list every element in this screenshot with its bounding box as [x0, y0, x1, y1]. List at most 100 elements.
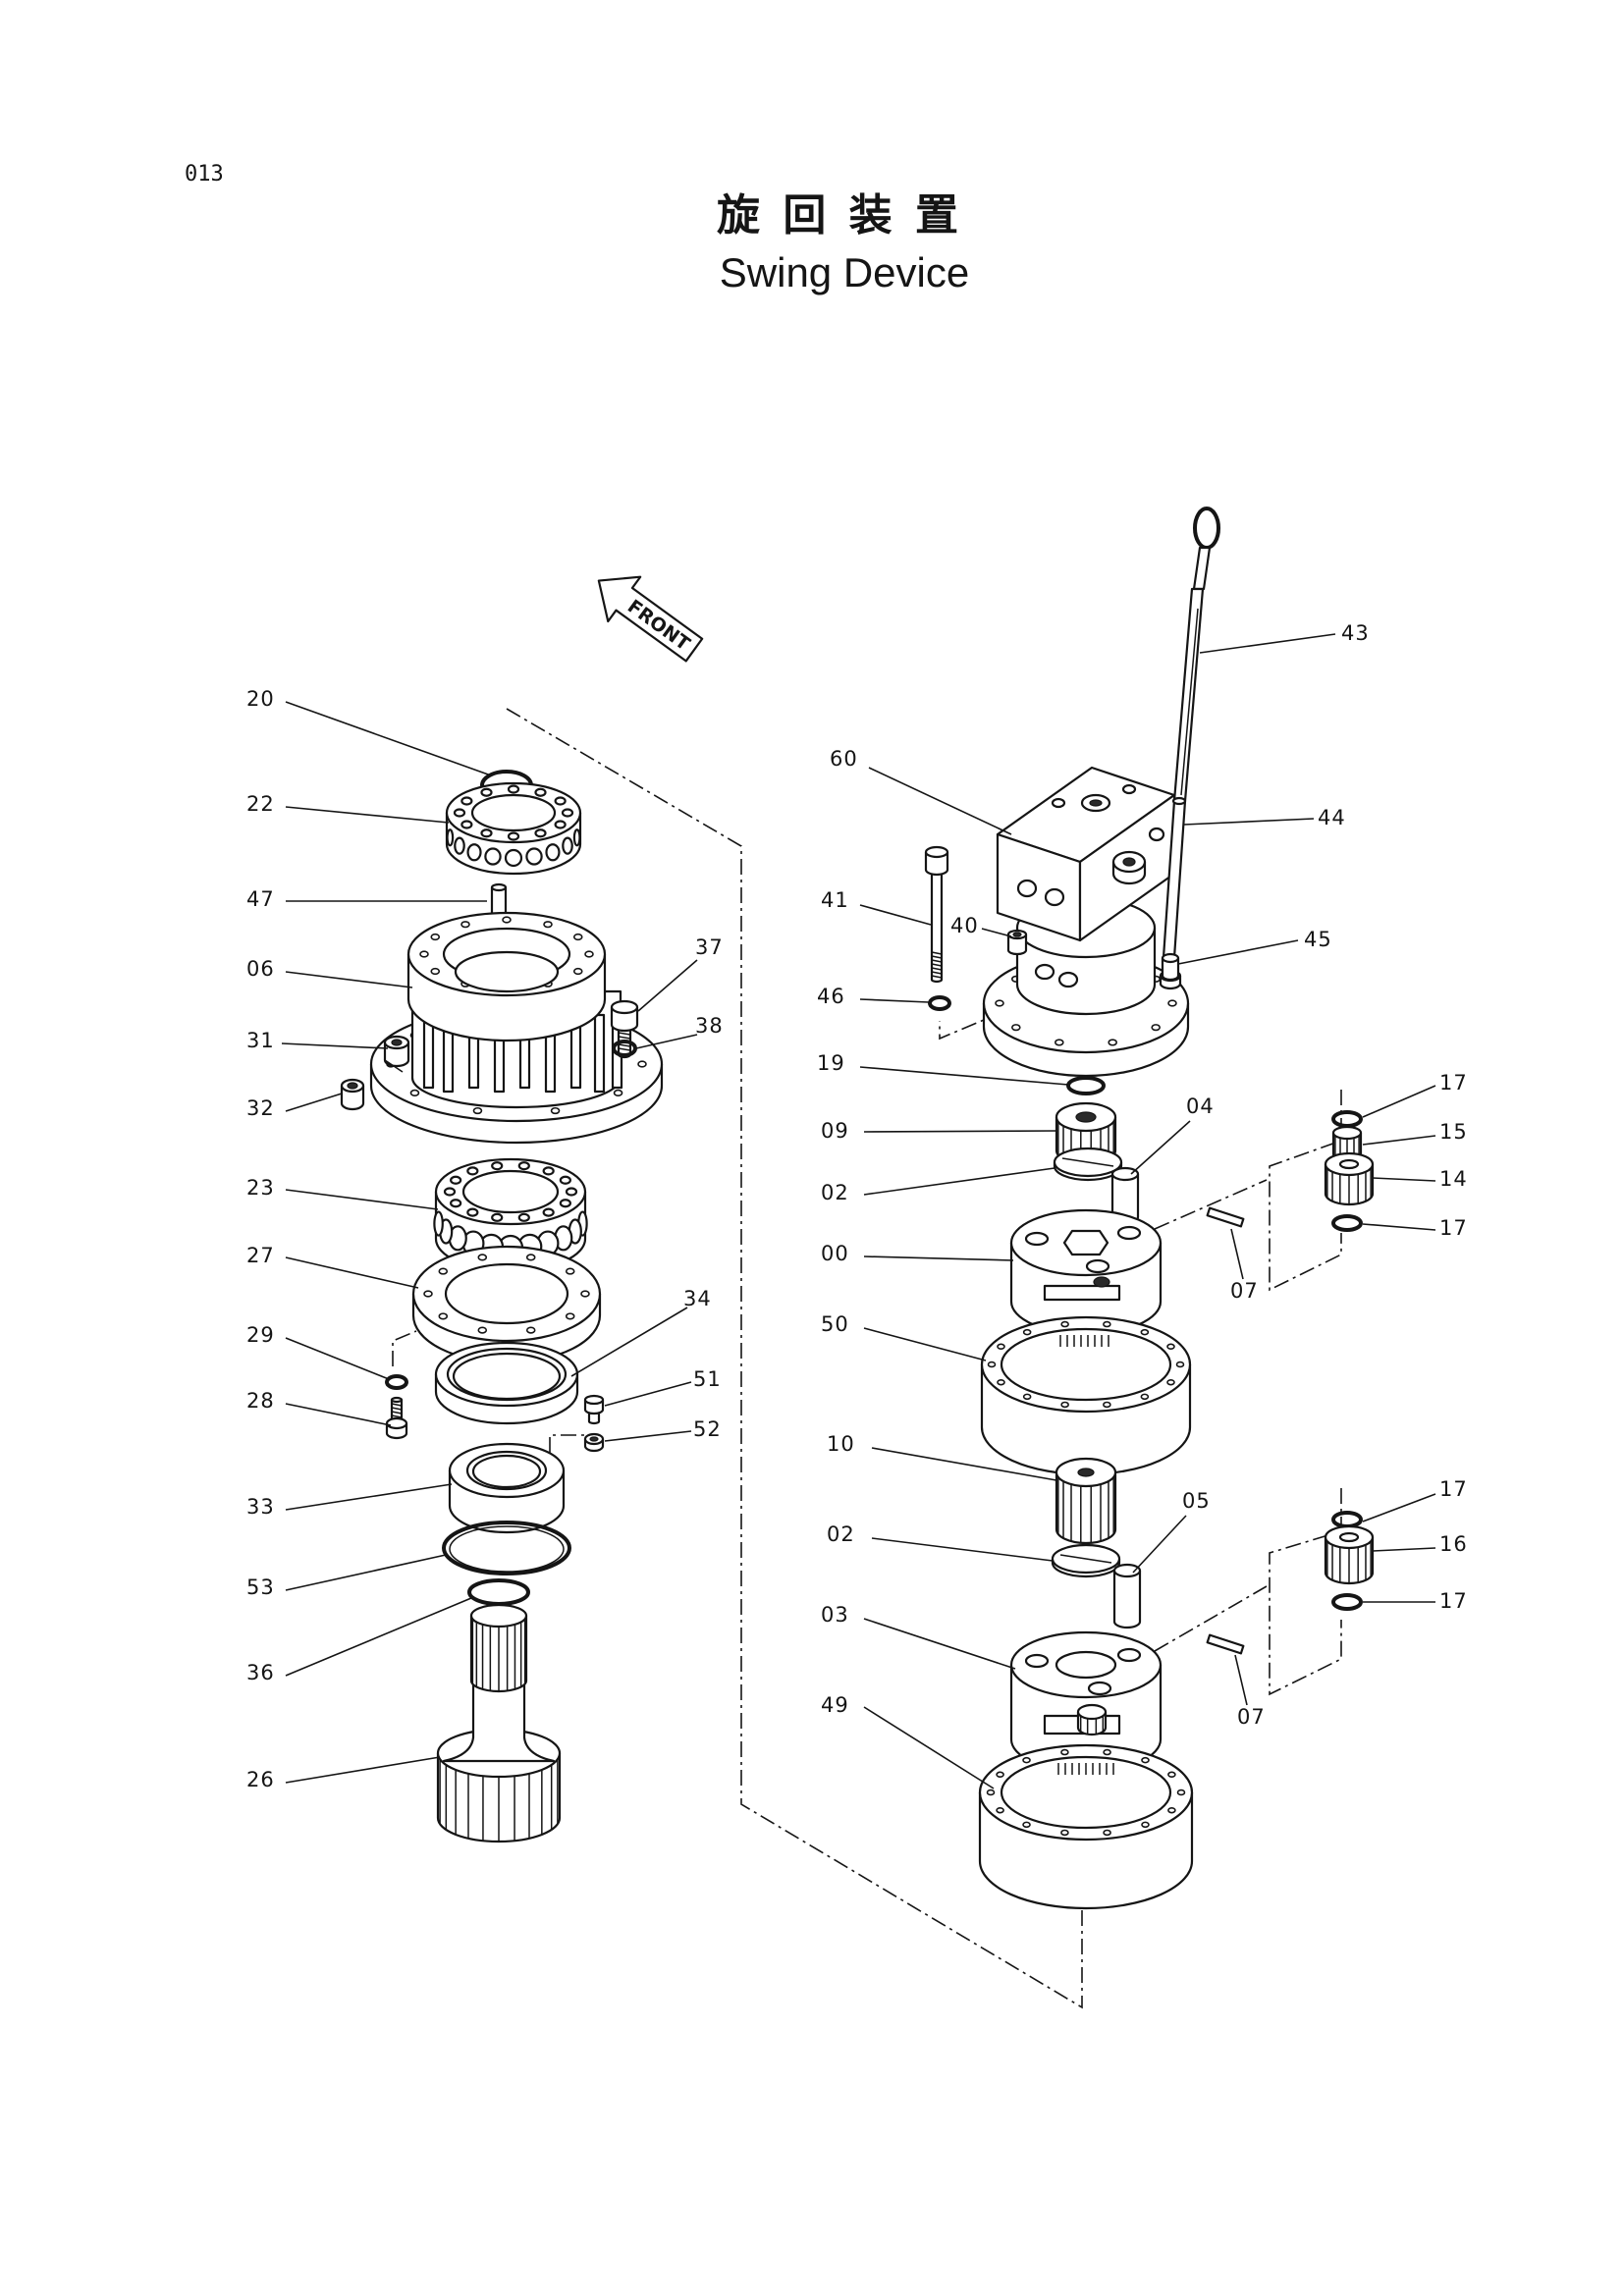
part-label-32: 32	[246, 1096, 275, 1120]
leader-line-37	[637, 959, 698, 1012]
part-label-05: 05	[1182, 1489, 1211, 1513]
leader-line-50	[863, 1327, 987, 1362]
leader-lines	[281, 633, 1436, 1789]
parts-group	[340, 507, 1375, 1910]
pin-05	[1112, 1563, 1142, 1629]
bolt-41	[924, 845, 949, 984]
leader-line-34	[570, 1307, 688, 1377]
part-label-00: 00	[821, 1242, 849, 1265]
leader-line-03	[863, 1618, 1016, 1670]
part-label-28: 28	[246, 1389, 275, 1413]
part-label-10: 10	[827, 1432, 855, 1456]
part-label-19: 19	[817, 1051, 845, 1075]
part-label-04: 04	[1186, 1095, 1215, 1118]
part-label-37: 37	[695, 935, 724, 959]
part-label-51: 51	[693, 1367, 722, 1391]
leader-line-22	[285, 806, 450, 824]
leader-line-53	[285, 1554, 447, 1591]
fitting-40	[1006, 929, 1028, 956]
bolt-28	[385, 1396, 408, 1440]
part-label-41: 41	[821, 888, 849, 912]
planet-gear-16	[1324, 1524, 1375, 1585]
leader-line-26	[285, 1756, 441, 1784]
right-assembly-labels: 60 43 44 41 40 45 46 19 04 09 02 00 17 1…	[817, 621, 1468, 1729]
part-label-17-c: 17	[1439, 1477, 1468, 1501]
alignment-line-07-lower	[1154, 1585, 1268, 1652]
carrier-00	[1009, 1208, 1163, 1336]
part-label-16: 16	[1439, 1532, 1468, 1556]
gear-10	[1055, 1457, 1117, 1545]
leader-line-07-lower	[1234, 1654, 1248, 1706]
part-label-29: 29	[246, 1323, 275, 1347]
pin-07-upper	[1206, 1206, 1245, 1228]
assembly-centerline	[506, 708, 1083, 2009]
plate-02-lower	[1051, 1543, 1121, 1578]
motor-block-60	[996, 766, 1176, 942]
alignment-line-29	[392, 1330, 417, 1366]
part-label-07-lower: 07	[1237, 1705, 1266, 1729]
ring-19	[1066, 1076, 1106, 1095]
leader-line-16	[1372, 1547, 1436, 1552]
part-label-07-upper: 07	[1230, 1279, 1259, 1303]
leader-line-46	[859, 998, 930, 1003]
title-japanese: 旋 回 装 置	[717, 190, 962, 240]
leader-line-10	[871, 1447, 1057, 1481]
part-label-14: 14	[1439, 1167, 1468, 1191]
part-label-45: 45	[1304, 928, 1332, 951]
part-label-52: 52	[693, 1417, 722, 1441]
leader-line-07-upper	[1230, 1228, 1244, 1280]
leader-line-33	[285, 1483, 453, 1511]
leader-line-40	[981, 928, 1012, 937]
leader-line-29	[285, 1337, 390, 1380]
leader-line-44	[1183, 818, 1315, 826]
alignment-line-51	[549, 1434, 585, 1453]
thrust-ring-17-d	[1331, 1593, 1363, 1611]
fitting-31	[383, 1035, 410, 1073]
part-label-38: 38	[695, 1014, 724, 1038]
leader-line-02-upper	[863, 1167, 1055, 1196]
part-label-53: 53	[246, 1575, 275, 1599]
title-english: Swing Device	[720, 249, 969, 295]
part-label-50: 50	[821, 1312, 849, 1336]
part-label-15: 15	[1439, 1120, 1468, 1144]
leader-line-52	[604, 1430, 692, 1442]
leader-line-17-c	[1362, 1493, 1436, 1522]
part-label-22: 22	[246, 792, 275, 816]
part-label-36: 36	[246, 1661, 275, 1684]
part-label-46: 46	[817, 985, 845, 1008]
part-label-20: 20	[246, 687, 275, 711]
part-label-33: 33	[246, 1495, 275, 1519]
bolt-37	[610, 999, 639, 1059]
part-label-17-d: 17	[1439, 1589, 1468, 1613]
leader-line-51	[604, 1381, 692, 1407]
leader-line-02-lower	[871, 1537, 1054, 1562]
part-label-17-b: 17	[1439, 1216, 1468, 1240]
leader-line-45	[1177, 939, 1299, 965]
fitting-45	[1159, 952, 1182, 990]
ring-gear-49	[978, 1743, 1194, 1910]
part-label-06: 06	[246, 957, 275, 981]
leader-line-20	[285, 701, 492, 776]
leader-line-41	[859, 904, 932, 926]
part-label-26: 26	[246, 1768, 275, 1791]
leader-line-32	[285, 1093, 343, 1112]
leader-line-09	[863, 1130, 1057, 1133]
planet-gear-14	[1324, 1151, 1375, 1206]
nut-52	[583, 1432, 605, 1453]
leader-line-60	[868, 767, 1012, 835]
bearing-22	[445, 781, 582, 876]
flange-27	[411, 1245, 602, 1364]
leader-line-38	[635, 1034, 698, 1049]
thrust-ring-17-b	[1331, 1214, 1363, 1232]
part-label-17-a: 17	[1439, 1071, 1468, 1095]
seal-34	[434, 1341, 579, 1425]
part-label-60: 60	[830, 747, 858, 771]
housing-06	[369, 911, 664, 1145]
washer-38	[612, 1040, 637, 1057]
plate-02-upper	[1053, 1147, 1123, 1182]
carrier-03	[1009, 1630, 1163, 1774]
plug-32	[340, 1078, 365, 1111]
leader-line-00	[863, 1255, 1014, 1261]
